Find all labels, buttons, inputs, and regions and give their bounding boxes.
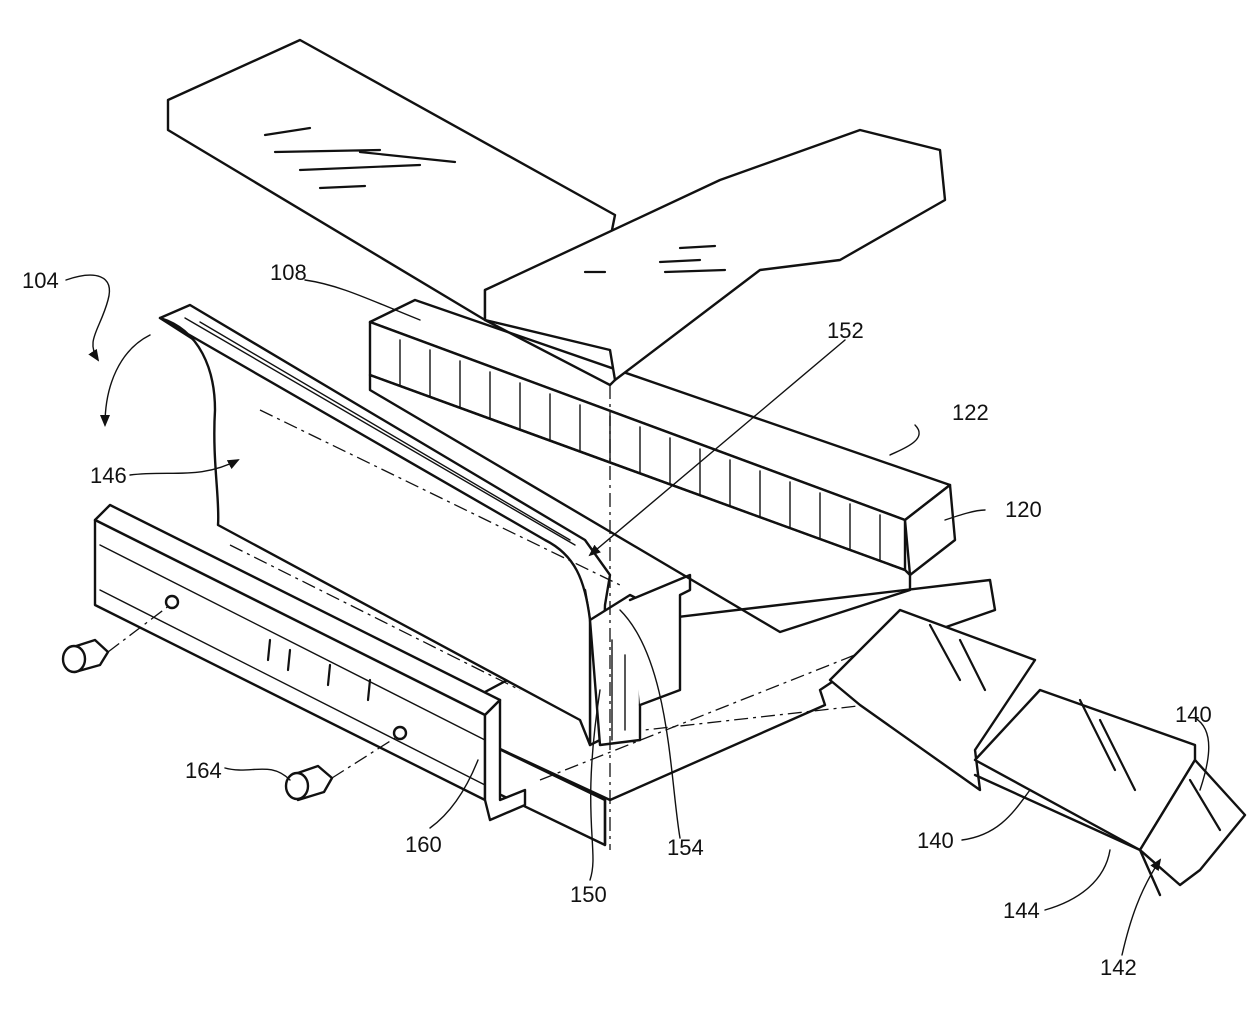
label-150: 150 bbox=[570, 882, 607, 907]
label-140-bottom: 140 bbox=[917, 828, 954, 853]
screw-upper bbox=[61, 604, 171, 674]
frame-member bbox=[158, 303, 692, 747]
label-154: 154 bbox=[667, 835, 704, 860]
screw-lower bbox=[284, 737, 396, 802]
top-slab bbox=[166, 38, 947, 850]
label-120: 120 bbox=[1005, 497, 1042, 522]
label-140-right: 140 bbox=[1175, 702, 1212, 727]
label-108: 108 bbox=[270, 260, 307, 285]
label-164: 164 bbox=[185, 758, 222, 783]
label-144: 144 bbox=[1003, 898, 1040, 923]
label-146: 146 bbox=[90, 463, 127, 488]
label-104: 104 bbox=[22, 268, 59, 293]
leader-lines bbox=[65, 274, 1210, 956]
honeycomb-panel bbox=[368, 298, 957, 634]
clip-strips bbox=[828, 608, 1247, 897]
label-160: 160 bbox=[405, 832, 442, 857]
c-channel-rail bbox=[93, 503, 533, 822]
label-122: 122 bbox=[952, 400, 989, 425]
label-152: 152 bbox=[827, 318, 864, 343]
label-142: 142 bbox=[1100, 955, 1137, 980]
